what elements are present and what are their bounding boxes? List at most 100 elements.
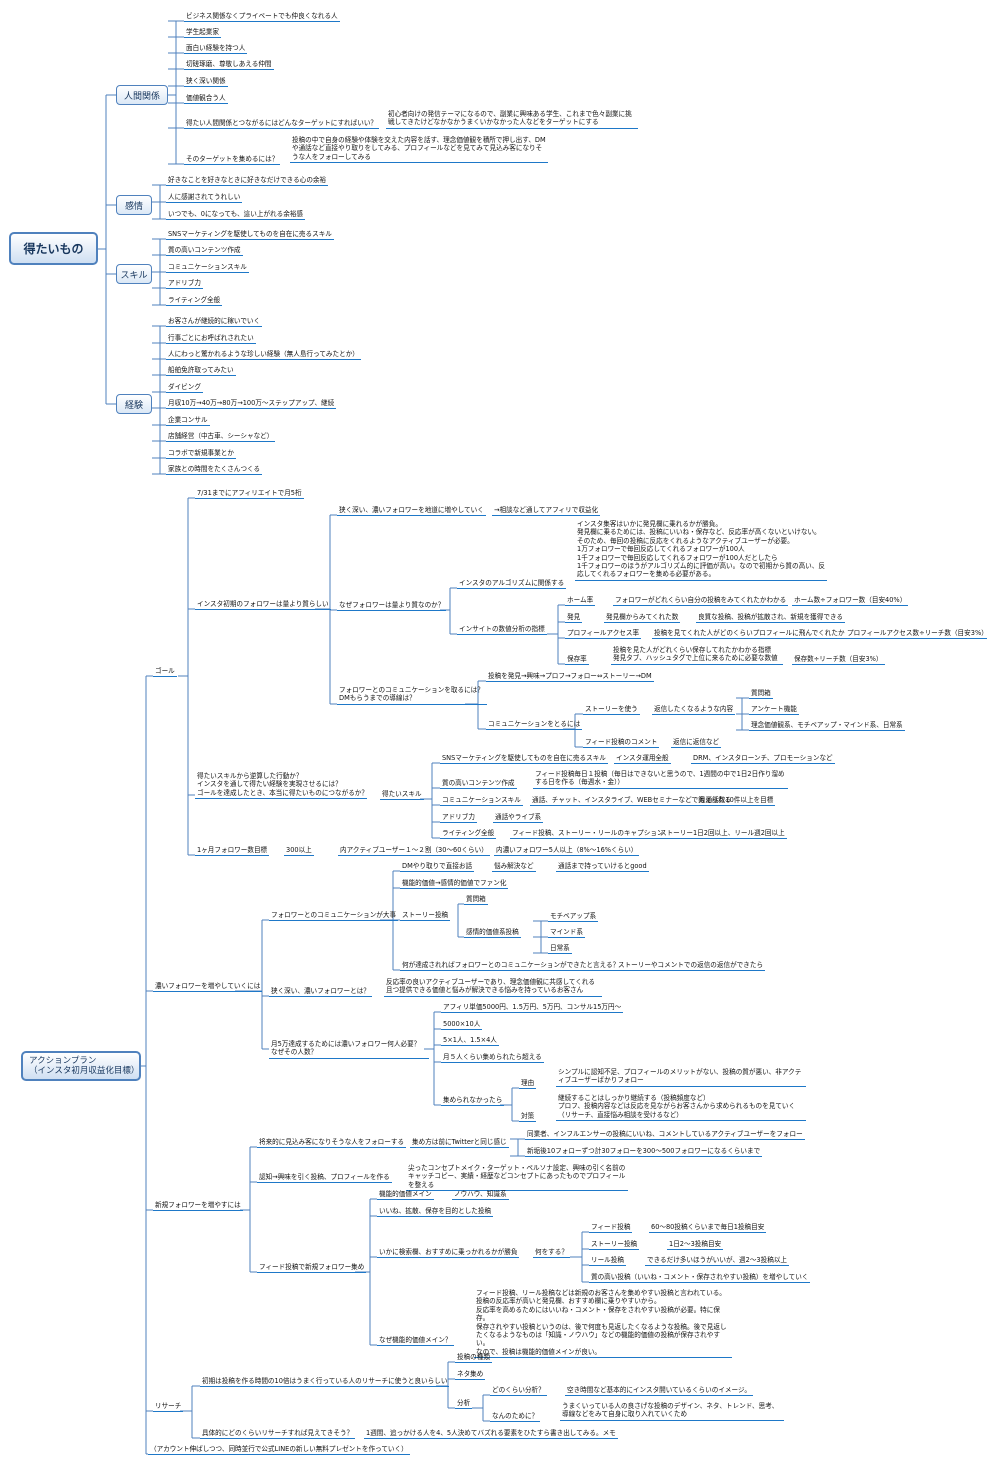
leaf: 空き時間など基本的にインスタ開いているくらいのイメージ。 <box>565 1386 753 1397</box>
leaf: 月５人くらい集められたら超える <box>441 1053 544 1064</box>
root-node-wanted-things[interactable]: 得たいもの <box>9 232 98 265</box>
leaf: 300以上 <box>284 846 314 857</box>
branch-research[interactable]: リサーチ <box>153 1402 184 1413</box>
root-node-action-plan[interactable]: アクションプラン （インスタ初月収益化目標） <box>21 1051 141 1081</box>
leaf: なんのために？ <box>490 1412 541 1423</box>
leaf: ビジネス関係なくプライベートでも仲良くなれる人 <box>184 12 340 23</box>
leaf: なぜフォロワーは量より質なのか？ <box>337 601 447 612</box>
leaf: （アカウント伸ばしつつ、同時並行で公式LINEの新しい無料プレゼントを作っていく… <box>148 1445 410 1456</box>
leaf: 1週間、追っかける人を4、5人決めてバズれる要素をひたすら書き出してみる。メモ <box>364 1429 618 1440</box>
leaf: 店舗経営（中古車、シーシャなど） <box>166 432 276 443</box>
leaf: 質の高い投稿（いいね・コメント・保存されやすい投稿）を増やしていく <box>589 1273 811 1284</box>
leaf: 返信したくなるような内容 <box>652 705 736 716</box>
leaf: 機能的価値→感情的価値でファン化 <box>400 879 509 890</box>
leaf: 何をする？ <box>533 1248 570 1259</box>
metric-target: プロフィールアクセス数÷リーチ数（目安3%） <box>845 629 987 640</box>
skill: ストーリー1日2回以上、リール週2回以上 <box>658 829 787 840</box>
metric-desc: 投稿を見てくれた人がどのくらいプロフィールに飛んでくれたか <box>652 629 847 640</box>
metric-desc: 投稿を見た人がどれくらい保存してれたかわかる指標 発見タブ、ハッシュタグで上位に… <box>611 646 783 665</box>
leaf: 行事ごとにお呼ばれされたい <box>166 334 256 345</box>
skill: フィード投稿毎日１投稿（毎日はできないと思うので、1週間の中で1日2日作り溜めす… <box>533 770 788 789</box>
leaf: 狭く深い関係 <box>184 77 228 88</box>
leaf: 初期は投稿を作る時間の10倍はうまく行っている人のリサーチに使うと良いらしい <box>200 1377 450 1388</box>
leaf: アンケート機能 <box>749 705 799 716</box>
note: フィード投稿、リール投稿などは新規のお客さんを集めやすい投稿と言われている。投稿… <box>474 1289 732 1359</box>
skill: DRM、インスタローンチ、プロモーションなど <box>691 754 835 765</box>
leaf: ストーリーを使う <box>583 705 640 716</box>
leaf: 投稿を発見→興味→プロフ→フォロー⇔ストーリー→DM <box>486 672 654 683</box>
leaf: 尖ったコンセプトメイク・ターゲット・ペルソナ設定、興味の引く名前のキャッチコピー… <box>406 1164 628 1192</box>
leaf: 通話まで持っていけるとgood <box>556 862 649 873</box>
leaf: 月5万達成するためには濃いフォロワー何人必要？ なぜその人数？ <box>269 1040 429 1059</box>
leaf: 理由 <box>519 1079 537 1090</box>
metric-name: ホーム率 <box>565 596 596 607</box>
leaf: 質問箱 <box>749 689 773 700</box>
leaf: 5000×10人 <box>441 1020 483 1031</box>
leaf: 学生起業家 <box>184 28 221 39</box>
leaf: 具体的にどのくらいリサーチすれば見えてきそう？ <box>200 1429 356 1440</box>
note: 初心者向けの発信テーマになるので、副業に興味ある学生、これまで色々副業に挑戦して… <box>386 110 638 129</box>
leaf: 価値観合う人 <box>184 94 228 105</box>
branch-relationships[interactable]: 人間関係 <box>116 85 168 105</box>
skill: インスタ運用全般 <box>614 754 671 765</box>
branch-emotions[interactable]: 感情 <box>116 195 152 215</box>
leaf: 月収10万→40万→80万→100万～ステップアップ、継続 <box>166 399 337 410</box>
leaf: 将来的に見込み客になりそうな人をフォローする <box>257 1138 407 1149</box>
leaf: インサイトの数値分析の指標 <box>457 625 547 636</box>
skill: 質の高いコンテンツ作成 <box>440 779 517 790</box>
leaf: アドリブ力 <box>166 279 203 290</box>
skill: 通話やライブ系 <box>493 813 544 824</box>
branch-dense-followers[interactable]: 濃いフォロワーを増やしていくには <box>153 982 263 993</box>
leaf: フィード投稿のコメント <box>583 738 660 749</box>
leaf: 狭く深い、濃いフォロワーとは？ <box>269 987 372 998</box>
leaf: フォロワーとのコミュニケーションを取るには？ DMもらうまでの導線は？ <box>337 686 487 705</box>
metric-target: 良質な投稿、投稿が拡散され、新規を獲得できる <box>696 613 845 624</box>
leaf: フィード投稿 <box>589 1223 633 1234</box>
skill: コミュニケーションスキル <box>440 796 523 807</box>
leaf: ストーリー投稿 <box>589 1240 640 1251</box>
metric-name: プロフィールアクセス率 <box>565 629 642 640</box>
leaf: 狭く深い、濃いフォロワーを地道に増やしていく <box>337 506 486 517</box>
leaf: 集め方は前にTwitterと同じ感じ <box>410 1138 509 1149</box>
leaf: リール投稿 <box>589 1256 626 1267</box>
leaf: 60～80投稿くらいまで毎日1投稿目安 <box>649 1223 767 1234</box>
leaf: 好きなことを好きなときに好きなだけできる心の余裕 <box>166 176 329 187</box>
leaf: インスタ初期のフォロワーは量より質らしい <box>195 600 331 611</box>
leaf: ストーリーやコメントでの返信の返信ができたら <box>616 961 766 972</box>
leaf: ダイビング <box>166 383 203 394</box>
leaf: ノウハウ、知識系 <box>452 1190 509 1201</box>
leaf: 得たいスキルから逆算した行動か？ インスタを通して得たい経験を実現させるには？ … <box>195 772 368 800</box>
leaf: 得たいスキル <box>380 790 424 801</box>
leaf: 新垢後10フォローずつ計30フォローを300～500フォロワーになるくらいまで <box>525 1147 763 1158</box>
leaf: 得たい人間関係とつながるにはどんなターゲットにすればいい？ <box>184 119 380 130</box>
leaf: 何が達成されればフォロワーとのコミュニケーションができたと言える？ <box>400 961 622 972</box>
leaf: 5×1人、1.5×4人 <box>441 1036 499 1047</box>
metric-desc: フォロワーがどれくらい自分の投稿をみてくれたかわかる <box>613 596 789 607</box>
leaf: 人に感謝されてうれしい <box>166 193 243 204</box>
leaf: シンプルに認知不足、プロフィールのメリットがない、投稿の質が悪い、非アクティブユ… <box>556 1068 806 1087</box>
skill: 通話、チャット、インスタライブ、WEBセミナーなどで鍛えられる <box>530 796 734 807</box>
note: 投稿の中で自身の経験や体験を交えた内容を話す、理念価値観を積所で押し出す、DMや… <box>290 136 548 164</box>
branch-skills[interactable]: スキル <box>116 264 152 284</box>
leaf: 日常系 <box>548 944 572 955</box>
leaf: ストーリー投稿 <box>400 911 451 922</box>
metric-name: 保存率 <box>565 655 589 666</box>
metric-target: ホーム数÷フォロワー数（目安40%） <box>792 596 909 607</box>
leaf: 船舶免許取ってみたい <box>166 366 236 377</box>
leaf: 切磋琢磨、尊敬しあえる仲間 <box>184 60 274 71</box>
metric-target: 保存数÷リーチ数（目安3%） <box>792 655 885 666</box>
leaf: フィード投稿で新規フォロワー集め <box>257 1263 367 1274</box>
branch-experience[interactable]: 経験 <box>116 394 152 414</box>
leaf: 面白い経験を持つ人 <box>184 44 248 55</box>
skill: フィード投稿、ストーリー・リールのキャプション <box>510 829 666 840</box>
leaf: DMやり取りで直接お話 <box>400 862 475 873</box>
branch-goal[interactable]: ゴール <box>153 667 177 678</box>
leaf: 質問箱 <box>464 895 488 906</box>
branch-new-followers[interactable]: 新規フォロワーを増やすには <box>153 1201 243 1212</box>
leaf: 質の高いコンテンツ作成 <box>166 246 243 257</box>
leaf: うまくいっている人の良さげな投稿のデザイン、ネタ、トレンド、思考、導線などをみて… <box>560 1402 784 1421</box>
leaf: なぜ機能的価値メイン？ <box>377 1336 454 1347</box>
leaf: 内アクティブユーザー１～２割（30～60くらい） <box>338 846 490 857</box>
leaf: 内濃いフォロワー5人以上（8%～16%くらい） <box>494 846 640 857</box>
